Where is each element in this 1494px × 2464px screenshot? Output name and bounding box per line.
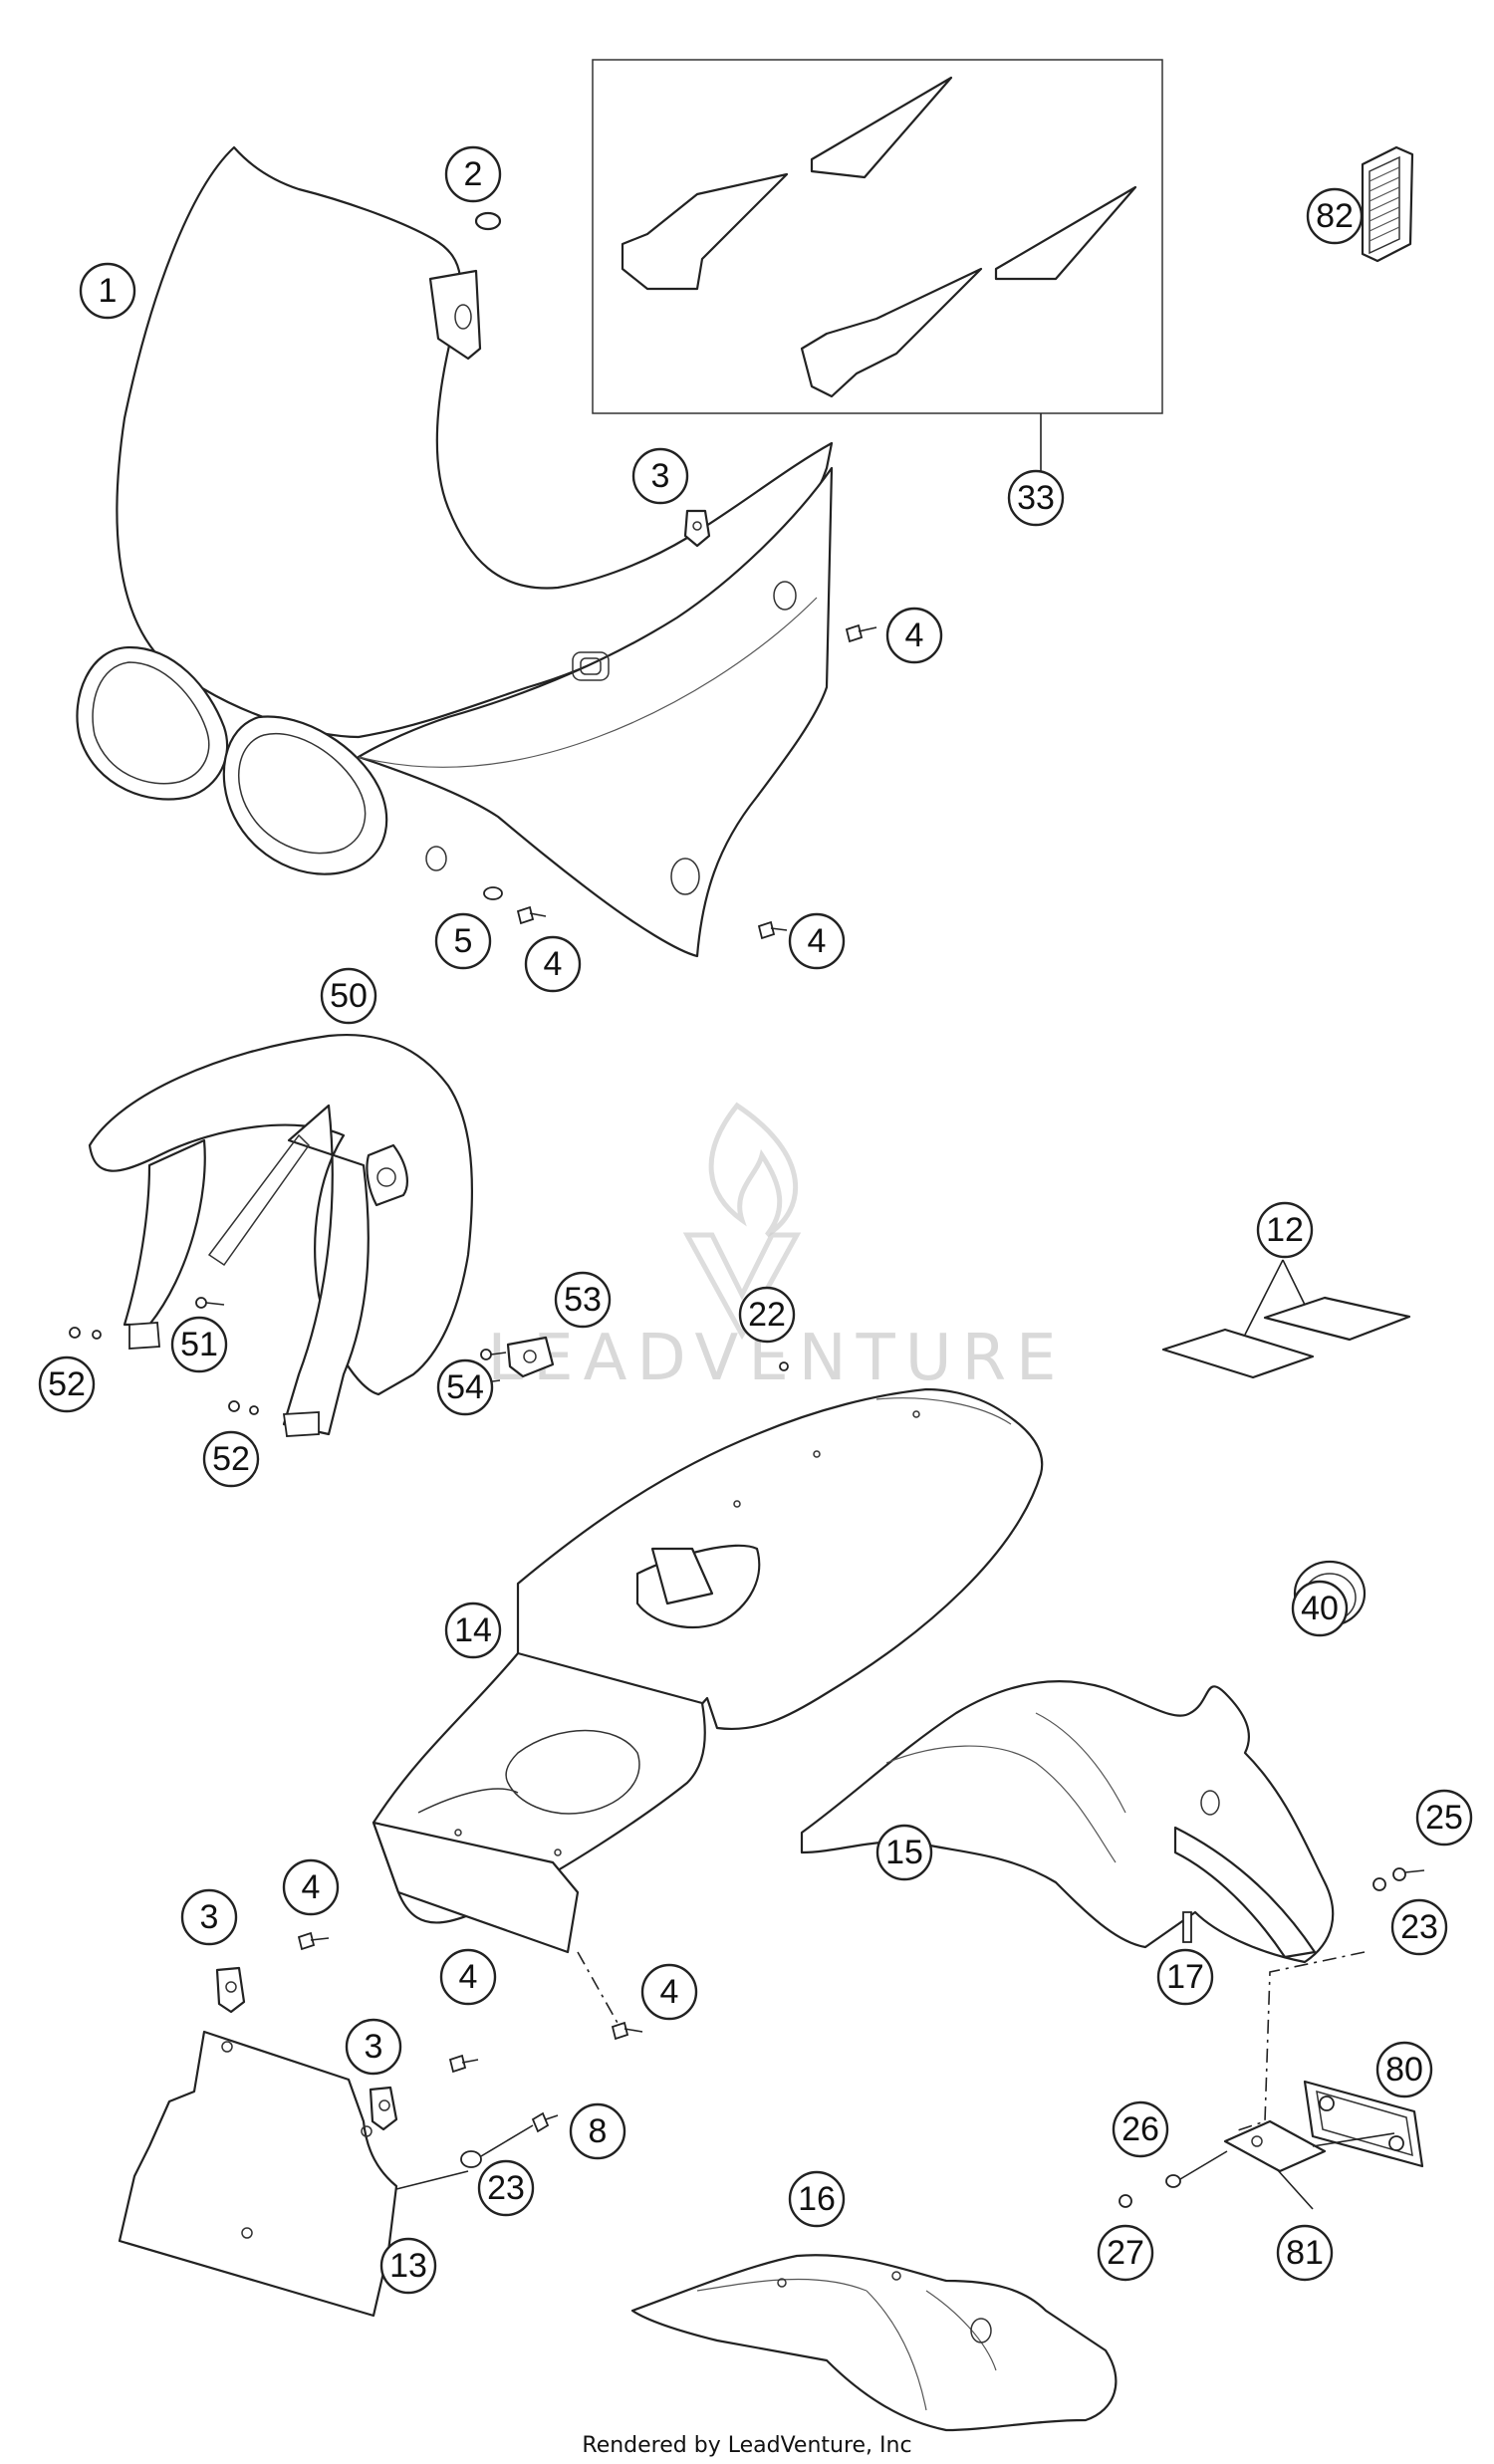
callout-label: 3: [365, 2028, 383, 2066]
foam-pads: [1161, 1259, 1411, 1379]
callout-label: 4: [459, 1958, 478, 1996]
callout-label: 53: [564, 1281, 602, 1319]
callout-label: 12: [1266, 1211, 1304, 1249]
tail-section: [372, 1387, 1044, 2033]
callout-label: 26: [1121, 2110, 1159, 2148]
callout-label: 3: [651, 457, 670, 495]
callout-label: 23: [487, 2169, 525, 2207]
callout-label: 4: [808, 922, 827, 960]
callout-label: 52: [212, 1440, 250, 1478]
callout-label: 54: [446, 1368, 484, 1406]
watermark-logo: [682, 1102, 802, 1341]
windscreen-headlight-mask: [76, 145, 834, 958]
callout-label: 22: [748, 1296, 786, 1334]
bolt: [448, 2054, 479, 2074]
callout-label: 81: [1286, 2234, 1324, 2272]
bolt: [297, 1931, 330, 1951]
callout-label: 8: [589, 2112, 608, 2150]
bolt: [516, 905, 547, 925]
screw: [69, 1327, 102, 1340]
callout-label: 27: [1107, 2234, 1144, 2272]
small-screw: [779, 1361, 789, 1371]
callout-label: 4: [302, 1868, 321, 1906]
callout-label: 17: [1166, 1958, 1204, 1996]
mud-flap: [118, 2030, 469, 2318]
bolt: [757, 920, 788, 940]
callout-label: 4: [905, 616, 924, 654]
callout-label: 4: [660, 1973, 679, 2011]
callout-label: 3: [200, 1898, 219, 1936]
callout-label: 2: [464, 155, 483, 193]
callouts: [38, 145, 1473, 2295]
callout-label: 14: [454, 1611, 492, 1649]
grommet: [474, 211, 502, 231]
callout-label: 5: [454, 922, 473, 960]
callout-label: 52: [48, 1365, 86, 1403]
washer-and-bolt: [460, 2111, 559, 2168]
license-light: [1303, 2080, 1424, 2168]
screw: [1372, 1867, 1425, 1891]
callout-label: 13: [389, 2247, 427, 2285]
bolt: [845, 623, 877, 643]
callout-label: 25: [1425, 1799, 1463, 1837]
callout-label: 40: [1301, 1590, 1339, 1627]
nut-and-washer: [1119, 2150, 1228, 2208]
reflector: [1361, 145, 1414, 263]
callout-label: 80: [1385, 2051, 1423, 2089]
speed-nut: [215, 1966, 246, 2014]
callout-label: 16: [798, 2180, 836, 2218]
callout-label: 15: [885, 1834, 923, 1871]
rear-fender: [800, 1680, 1335, 1964]
bolt: [611, 2021, 643, 2041]
callout-label: 4: [544, 945, 563, 983]
screw: [1182, 1911, 1192, 1943]
front-fender: [88, 1034, 474, 1437]
rear-fender-lower: [630, 2254, 1118, 2432]
callout-label: 82: [1316, 197, 1354, 235]
washer: [483, 886, 503, 900]
footer-credit: Rendered by LeadVenture, Inc: [582, 2433, 911, 2458]
callout-label: 33: [1017, 479, 1055, 517]
speed-nut: [369, 2086, 398, 2131]
decal-kit-box: [592, 59, 1163, 473]
speed-nut: [683, 509, 711, 548]
assembly-line: [1234, 1951, 1366, 2132]
screw: [228, 1400, 259, 1415]
callout-label: 23: [1400, 1908, 1438, 1946]
callout-label: 51: [180, 1326, 218, 1363]
callout-label: 1: [99, 272, 118, 310]
light-bracket: [1223, 2119, 1395, 2210]
callout-label: 50: [330, 977, 368, 1015]
